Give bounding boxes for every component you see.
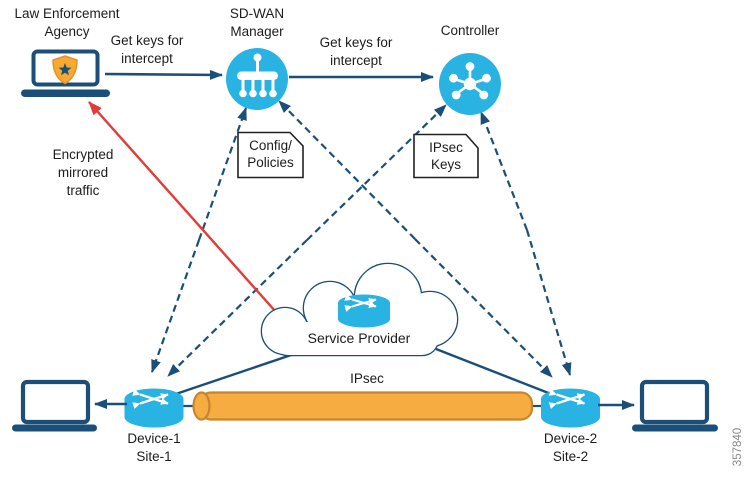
figure-number: 357840	[732, 427, 744, 467]
router-arrows	[344, 294, 377, 312]
service-provider-router-icon	[338, 294, 390, 328]
dashed-link-manager-device1-up	[197, 107, 248, 241]
site2-laptop-icon	[632, 379, 718, 432]
law-enforcement-label: Law Enforcement Agency	[14, 6, 120, 39]
config-policies-label: Config/ Policies	[247, 138, 294, 170]
router-arrows	[548, 389, 585, 409]
device2-label: Device-2 Site-2	[543, 431, 598, 464]
dashed-link-manager-device2-up	[278, 100, 416, 240]
sdwan-manager-icon	[226, 48, 288, 110]
arrow-lea-to-manager	[104, 69, 223, 80]
encrypted-traffic-label: Encrypted mirrored traffic	[52, 147, 114, 198]
dashed-link-manager-device2-down	[414, 238, 553, 378]
ipsec-keys-label: IPsec Keys	[429, 140, 463, 172]
dashed-link-controller-device2-up	[479, 111, 529, 231]
site1-laptop-icon	[12, 379, 97, 432]
router-arrows	[132, 389, 169, 409]
device1-router-icon	[124, 388, 184, 428]
dashed-link-controller-device1-up	[306, 104, 447, 241]
device2-router-icon	[541, 388, 600, 428]
law-enforcement-laptop-icon	[21, 49, 110, 97]
dashed-link-controller-device2-down	[525, 229, 572, 376]
sdwan-manager-label: SD-WAN Manager	[229, 6, 285, 39]
star-icon	[58, 63, 72, 76]
ipsec-tunnel-label: IPsec	[350, 371, 384, 386]
dashed-link-manager-device1-down	[150, 239, 201, 373]
encrypted-traffic-arrow	[88, 101, 277, 313]
dashed-control-links	[150, 100, 572, 378]
ipsec-keys-note-icon	[413, 133, 479, 179]
get-keys-left-label: Get keys for intercept	[110, 33, 184, 66]
config-policies-note-icon	[237, 131, 304, 179]
dashed-link-controller-device1-down	[167, 239, 308, 377]
ipsec-tunnel	[192, 391, 534, 421]
service-provider-label: Service Provider	[307, 330, 411, 346]
link-cloud-device1	[166, 350, 301, 399]
device1-label: Device-1 Site-1	[127, 431, 181, 464]
controller-label: Controller	[440, 23, 500, 38]
get-keys-right-label: Get keys for intercept	[319, 35, 393, 68]
link-cloud-device2	[435, 347, 552, 396]
controller-icon	[439, 53, 501, 115]
